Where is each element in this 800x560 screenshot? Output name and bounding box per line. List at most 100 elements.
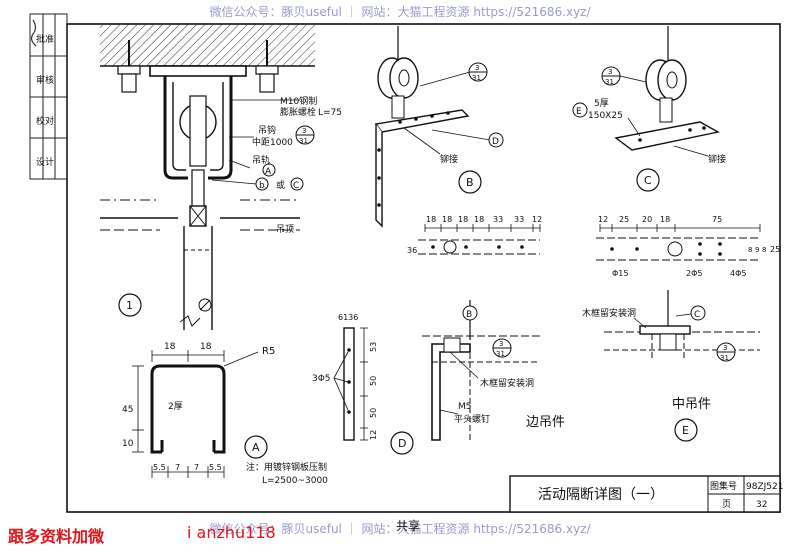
rail-label: 吊轨: [252, 154, 270, 166]
dim: 53: [369, 342, 378, 352]
promo-text: 跟多资料加微: [8, 527, 105, 546]
hanger-label: 吊钩: [258, 124, 276, 136]
sheet-border: [66, 23, 781, 513]
note-line: 注：用镀锌钢板压制: [246, 461, 327, 473]
detail-circle: C: [644, 174, 652, 187]
dim: 7: [194, 463, 199, 472]
dim: 50: [369, 408, 378, 418]
dim: 45: [122, 405, 133, 415]
screw-label: M5: [458, 402, 472, 412]
ref-e: E: [576, 107, 582, 117]
dim: 7: [175, 463, 180, 472]
ceiling-label: 吊顶: [276, 224, 294, 235]
rivet-label: 铆接: [708, 153, 726, 165]
ref-sheet: 31: [605, 78, 614, 86]
shared-stamp: 共享: [396, 518, 420, 533]
ref-sheet: 31: [720, 354, 729, 362]
ref-num: 3: [475, 64, 479, 72]
dim: 8: [762, 246, 766, 254]
dim: 18: [660, 215, 670, 224]
side-label: 审核: [36, 74, 54, 86]
frame-hole-label: 木框留安装洞: [480, 377, 534, 389]
middle-caption: 中吊件: [672, 397, 711, 412]
page-number: 32: [756, 500, 767, 510]
watermark-top: 微信公众号：豚贝useful ｜ 网站：大猫工程资源 https://52168…: [209, 5, 591, 19]
atlas-number: 98ZJ521: [746, 482, 783, 492]
dim: 5.5: [209, 463, 222, 472]
ref-num: 3: [723, 344, 727, 352]
promo-contact: i anzhu118: [187, 523, 276, 542]
ref-sheet: 31: [299, 137, 308, 145]
spacing-label: 中距1000: [252, 136, 293, 148]
ref-num: 3: [499, 340, 503, 348]
dim: 8: [748, 246, 752, 254]
radius-label: R5: [262, 346, 275, 357]
edge-caption: 边吊件: [526, 415, 565, 430]
ref-c: C: [694, 310, 700, 320]
ref-num: 3: [302, 127, 306, 135]
dim: 18: [426, 215, 436, 224]
side-label: 批准: [36, 33, 54, 45]
dim: 25: [770, 245, 780, 254]
watermark-bottom: 微信公众号：豚贝useful ｜ 网站：大猫工程资源 https://52168…: [209, 522, 591, 536]
ref-b: B: [466, 310, 472, 320]
bolt-length: L=75: [318, 108, 342, 118]
or-label: 或: [276, 179, 285, 191]
dim: 75: [712, 215, 722, 224]
title-block: 活动隔断详图（一） 图集号 98ZJ521 页 32: [509, 475, 783, 513]
detail-circle: E: [682, 424, 689, 437]
dim: 33: [493, 215, 503, 224]
dim: 20: [642, 215, 652, 224]
detail-circle: 1: [126, 299, 133, 312]
dim: 18: [164, 342, 176, 352]
dim: 5.5: [153, 463, 166, 472]
sheet-title: 活动隔断详图（一）: [538, 487, 664, 503]
hole-label: Φ15: [612, 269, 628, 278]
note-line: L=2500~3000: [262, 476, 328, 486]
plate-thickness: 5厚: [594, 98, 609, 109]
dim: 12: [532, 215, 542, 224]
atlas-label: 图集号: [710, 480, 737, 492]
holes-label: 3Φ5: [312, 374, 331, 384]
dim: 18: [458, 215, 468, 224]
ref-a: A: [265, 167, 272, 177]
dim: 9: [755, 246, 759, 254]
ref-c: C: [293, 181, 299, 191]
dim: 6136: [338, 313, 358, 322]
bolt-label: 膨胀螺栓: [280, 106, 316, 118]
detail-circle: D: [398, 437, 406, 450]
thickness-label: 2厚: [168, 401, 183, 412]
detail-circle: B: [466, 176, 474, 189]
ref-sheet: 31: [496, 350, 505, 358]
side-label: 设计: [36, 156, 54, 168]
page-label: 页: [722, 499, 731, 510]
hole-label: 2Φ5: [686, 269, 702, 278]
frame-hole-label: 木框留安装洞: [582, 307, 636, 319]
detail-circle: A: [252, 441, 260, 454]
ref-b: b: [259, 181, 265, 191]
dim: 18: [474, 215, 484, 224]
dim: 12: [369, 430, 378, 440]
detail-a: 18 18 R5 45 10 2厚 5.5 7 7 5.5 A 注：用镀锌钢板压…: [122, 342, 328, 486]
dim: 33: [514, 215, 524, 224]
dim: 25: [619, 215, 629, 224]
dim: 10: [122, 439, 134, 449]
side-label: 校对: [36, 115, 54, 127]
detail-c: 3 31 E 5厚 150X25 铆接 C 12 25 20 18 75 8 9…: [572, 26, 780, 278]
detail-d-plate: 6136 53 50 50 12 3Φ5: [312, 313, 378, 441]
detail-1: M10钢制 膨胀螺栓 L=75 吊钩 中距1000 吊轨 或 吊顶 A b C …: [100, 24, 342, 330]
detail-b: 3 31 D 铆接 B 18 18 18 18 33 33 12 36: [374, 26, 542, 255]
detail-e: C 木框留安装洞 3 31 中吊件 E: [582, 290, 760, 442]
screw-label: 平头螺钉: [454, 414, 490, 425]
rivet-label: 铆接: [440, 153, 458, 165]
dim: 12: [598, 215, 608, 224]
edge-hanger: B 3 31 木框留安装洞 M5 平头螺钉 边吊件 D: [390, 300, 565, 455]
dim: 18: [442, 215, 452, 224]
ref-num: 3: [608, 68, 612, 76]
plate-size: 150X25: [588, 111, 623, 121]
ref-d: D: [492, 137, 499, 147]
bolt-label: M10钢制: [280, 95, 317, 107]
ref-sheet: 31: [472, 74, 481, 82]
dim: 50: [369, 376, 378, 386]
